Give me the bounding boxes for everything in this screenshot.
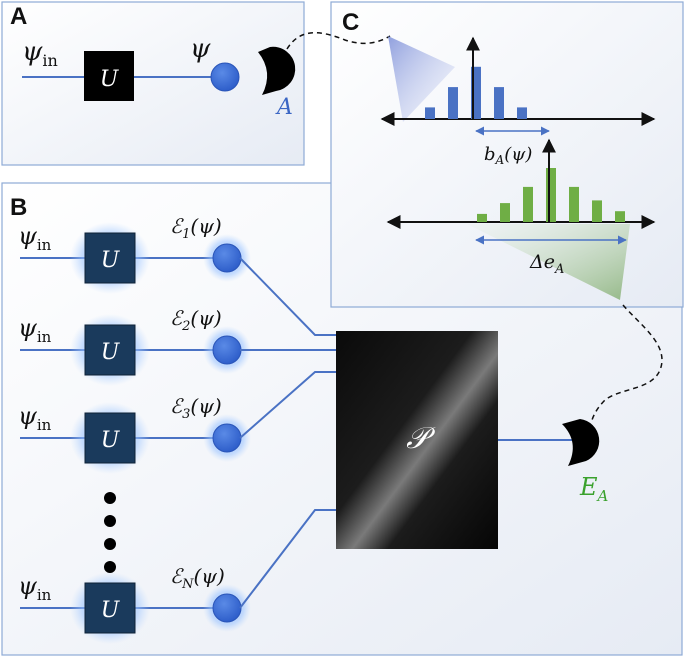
row-state-ball [212,593,242,623]
top-bar [448,87,458,119]
row-gate [84,582,136,634]
row-input-label: ψin [18,402,52,434]
bias-label: bA(ψ) [484,144,532,167]
row-state-ball [212,335,242,365]
dashed-link-top [286,31,391,50]
panel-c-letter: C [342,9,359,36]
bottom-bar [569,186,579,222]
ellipsis-dot [104,492,116,504]
panel-a-frame [1,1,305,166]
row-to-processor-wire [239,257,336,336]
top-bar [471,66,481,119]
row-gate-label: U [101,598,121,623]
top-readout-cone [388,36,455,122]
row-to-processor-wire [239,371,336,439]
row-state-ball [212,423,242,453]
row-gate [84,324,136,376]
bottom-bar [523,186,533,222]
panel-a-state-ball [210,62,240,92]
row-channel-label: ℰ2(ψ) [170,306,222,334]
panel-a-state-label: ψ [190,34,211,64]
panel-a-gate-label: U [100,67,120,92]
processor-box [336,331,498,549]
row-input-label: ψin [18,222,52,254]
row-channel-label: ℰ1(ψ) [170,214,222,242]
panel-a-detector-label: A [275,95,293,120]
bottom-bar [546,168,556,222]
row-gate-label: U [101,340,121,365]
panel-b-letter: B [10,194,27,221]
dashed-link-bottom [591,304,663,421]
panel-a-detector-icon [258,46,296,95]
bottom-bar [615,211,625,222]
panel-a-input-label: ψin [22,37,58,70]
row-gate-label: U [101,428,121,453]
row-gate [84,412,136,464]
top-bar [494,87,504,119]
ellipsis-dot [104,515,116,527]
bottom-bar [592,200,602,222]
row-input-label: ψin [18,314,52,346]
bottom-bar [500,203,510,222]
output-detector-label: EA [579,473,609,505]
row-gate-label: U [101,248,121,273]
ellipsis-dot [104,561,116,573]
panel-a-letter: A [10,3,27,30]
delta-label: ΔeA [529,251,564,277]
top-histogram [425,66,527,119]
top-bar [425,107,435,119]
top-bar [517,107,527,119]
panel-a-gate [84,51,134,101]
row-input-label: ψin [18,572,52,604]
bottom-histogram [477,168,625,222]
bottom-bar [477,213,487,222]
output-detector-icon [562,419,600,466]
ellipsis-dot [104,538,116,550]
row-channel-label: ℰN(ψ) [170,564,225,592]
row-to-processor-wire [239,509,336,609]
row-channel-label: ℰ3(ψ) [170,394,222,422]
row-gate [84,232,136,284]
row-state-ball [212,243,242,273]
